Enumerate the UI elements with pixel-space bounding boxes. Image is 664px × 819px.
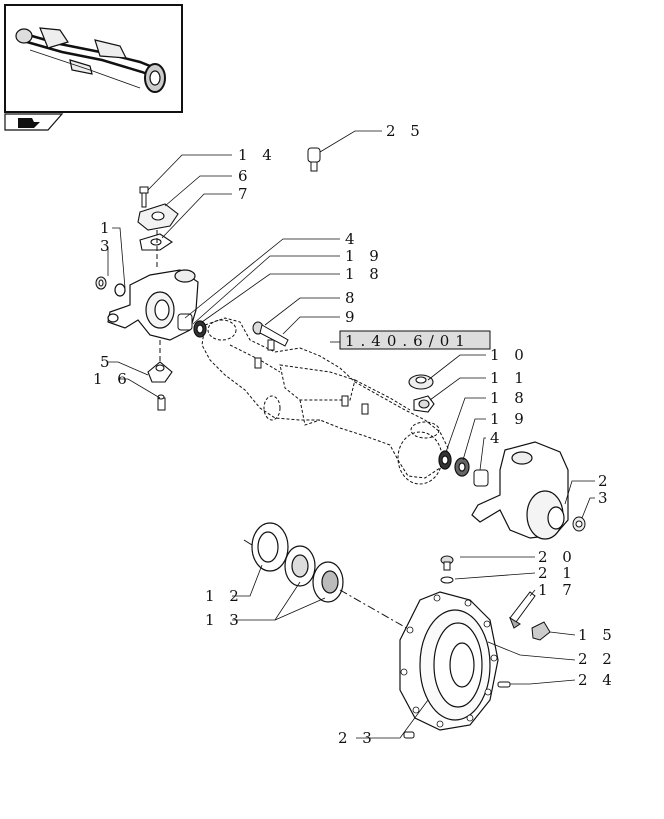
callout-labels: 1 4 2 5 6 7 1 3 4 1 9 1 8 8 9 5 1 6 1 0 … xyxy=(93,122,617,747)
callout-4-left: 4 xyxy=(345,230,360,248)
callout-8: 8 xyxy=(345,289,360,307)
callout-11: 1 1 xyxy=(490,369,529,387)
callout-19-right: 1 9 xyxy=(490,410,529,428)
right-bushing-ring[interactable] xyxy=(454,457,470,477)
steering-pin[interactable] xyxy=(252,321,289,347)
callout-19-left: 1 9 xyxy=(345,247,384,265)
callout-13: 1 3 xyxy=(205,611,244,629)
plug-washer[interactable] xyxy=(440,576,454,584)
hub-pin[interactable] xyxy=(497,681,511,688)
cover-gasket[interactable] xyxy=(139,233,173,251)
callout-10: 1 0 xyxy=(490,346,529,364)
oil-seal[interactable] xyxy=(243,522,289,572)
callout-23: 2 3 xyxy=(338,729,377,747)
left-steering-knuckle[interactable] xyxy=(107,269,199,341)
hub-bolt-holes xyxy=(400,594,498,728)
callout-5: 5 xyxy=(100,353,115,371)
callout-21: 2 1 xyxy=(538,564,577,582)
callout-7: 7 xyxy=(238,185,253,203)
callout-2: 2 xyxy=(598,472,613,490)
callout-12: 1 2 xyxy=(205,587,244,605)
left-bushing[interactable] xyxy=(177,313,193,331)
leader-lines xyxy=(107,130,595,739)
kingpin-cover[interactable] xyxy=(137,203,179,231)
callout-6: 6 xyxy=(238,167,253,185)
right-steering-knuckle[interactable] xyxy=(471,441,569,540)
wheel-stud[interactable] xyxy=(508,591,536,629)
callout-20: 2 0 xyxy=(538,548,577,566)
callout-9: 9 xyxy=(345,308,360,326)
sensor-25[interactable] xyxy=(307,147,321,172)
right-seal[interactable] xyxy=(438,450,452,470)
axle-housing-details xyxy=(254,339,369,415)
callout-18-left: 1 8 xyxy=(345,265,384,283)
right-bushing[interactable] xyxy=(473,469,489,487)
reference-code: 1.40.6/01 xyxy=(345,332,471,350)
left-seal-ring[interactable] xyxy=(95,276,107,290)
left-seal[interactable] xyxy=(193,320,207,338)
grease-nipple[interactable] xyxy=(157,394,166,411)
callout-4-right: 4 xyxy=(490,429,505,447)
right-cover[interactable] xyxy=(408,374,434,390)
right-seal-ring[interactable] xyxy=(572,516,586,532)
hub-axis xyxy=(339,589,411,631)
callout-18-right: 1 8 xyxy=(490,389,529,407)
callout-16: 1 6 xyxy=(93,370,132,388)
lower-kingpin-cap[interactable] xyxy=(147,361,173,383)
callout-1: 1 xyxy=(100,219,115,237)
thumbnail-frame[interactable] xyxy=(4,4,183,113)
axle-thumbnail xyxy=(15,27,166,93)
callout-3-left: 3 xyxy=(100,237,115,255)
navigation-arrow-icon[interactable] xyxy=(4,113,64,131)
dowel-pin[interactable] xyxy=(403,731,415,739)
callout-22: 2 2 xyxy=(578,650,617,668)
callout-24: 2 4 xyxy=(578,671,617,689)
callout-3-right: 3 xyxy=(598,489,613,507)
wheel-hub[interactable] xyxy=(399,591,499,731)
reference-box[interactable]: 1.40.6/01 xyxy=(339,330,491,350)
bearing-outer[interactable] xyxy=(284,545,316,587)
right-gasket[interactable] xyxy=(413,395,435,413)
bearing-inner[interactable] xyxy=(312,561,344,603)
wheel-nut[interactable] xyxy=(531,621,551,641)
callout-15: 1 5 xyxy=(578,626,617,644)
callout-17: 1 7 xyxy=(538,581,577,599)
callout-14: 1 4 xyxy=(238,146,277,164)
drain-plug[interactable] xyxy=(440,555,454,571)
cover-bolt[interactable] xyxy=(139,186,149,208)
callout-25: 2 5 xyxy=(386,122,425,140)
